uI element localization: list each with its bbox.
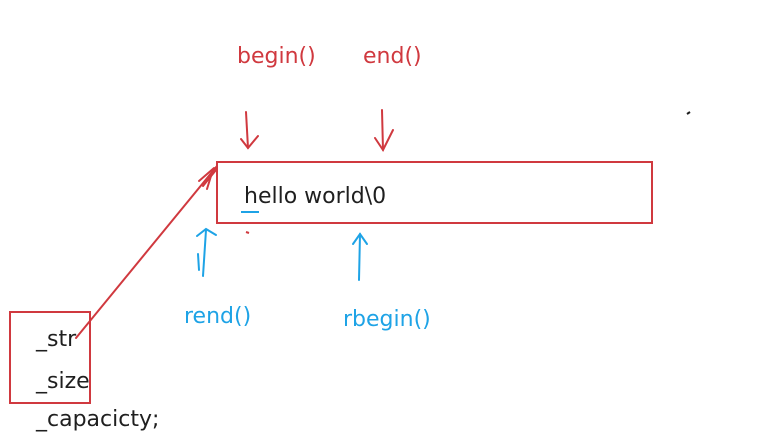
member-size: _size (36, 369, 90, 394)
stray-mark (686, 111, 691, 115)
members-box (9, 311, 91, 404)
member-capacity: _capacicty; (36, 407, 160, 432)
str-pointer-arrow (75, 165, 218, 339)
string-buffer-text: hello world\0 (244, 184, 387, 209)
begin-label: begin() (237, 44, 316, 69)
member-str: _str (36, 327, 77, 352)
rbegin-label: rbegin() (343, 307, 431, 332)
end-label: end() (363, 44, 422, 69)
rend-arrow (196, 227, 217, 277)
string-buffer-box (216, 161, 653, 224)
begin-arrow (240, 111, 259, 150)
rbegin-arrow (352, 232, 368, 281)
stray-mark (245, 231, 250, 234)
end-arrow (374, 109, 394, 152)
rend-label: rend() (184, 304, 252, 329)
